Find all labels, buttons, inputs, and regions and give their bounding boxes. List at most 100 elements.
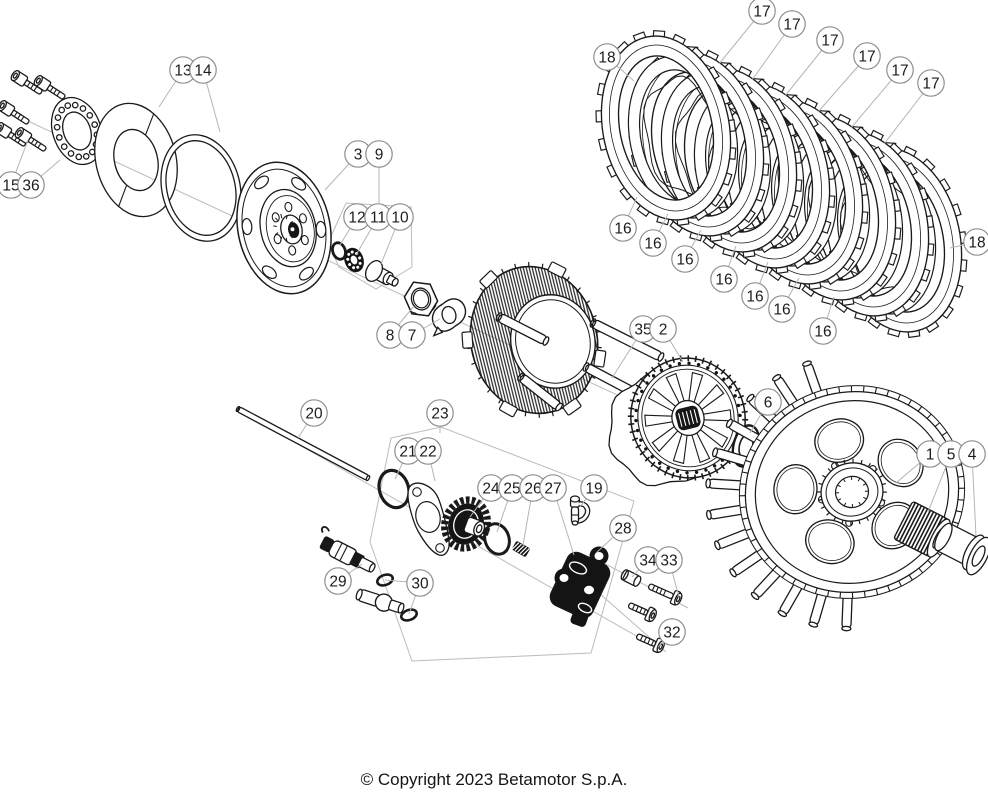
- callout-label: 3: [354, 146, 363, 163]
- callout-7[interactable]: 7: [398, 321, 426, 349]
- callout-9[interactable]: 9: [365, 140, 393, 168]
- callout-label: 17: [753, 3, 770, 20]
- clutch-drum: [461, 261, 607, 418]
- callout-35[interactable]: 35: [629, 315, 657, 343]
- callout-label: 16: [676, 251, 693, 268]
- callout-label: 15: [2, 177, 19, 194]
- callout-label: 17: [891, 62, 908, 79]
- o-ring: [331, 241, 347, 261]
- callout-18-1[interactable]: 18: [593, 43, 621, 71]
- copyright-text: © Copyright 2023 Betamotor S.p.A.: [360, 770, 628, 789]
- callout-label: 19: [585, 480, 602, 497]
- callout-label: 30: [411, 575, 429, 592]
- callout-22[interactable]: 22: [414, 437, 442, 465]
- callout-label: 33: [660, 552, 677, 569]
- callout-16-1[interactable]: 16: [609, 214, 637, 242]
- seal-washer: [399, 608, 419, 622]
- push-rod: [495, 312, 550, 346]
- callout-34[interactable]: 34: [634, 546, 662, 574]
- push-rod: [589, 318, 665, 362]
- callout-19[interactable]: 19: [580, 474, 608, 502]
- callout-label: 25: [503, 480, 520, 497]
- callout-29[interactable]: 29: [324, 567, 352, 595]
- callout-6[interactable]: 6: [754, 388, 782, 416]
- callout-33[interactable]: 33: [655, 546, 683, 574]
- needle-bearing: [893, 501, 951, 558]
- callout-label: 8: [386, 327, 395, 344]
- callout-21[interactable]: 21: [394, 437, 422, 465]
- callout-label: 9: [375, 146, 384, 163]
- callout-label: 11: [370, 209, 386, 226]
- callout-17-2[interactable]: 17: [778, 10, 806, 38]
- callout-10[interactable]: 10: [386, 203, 414, 231]
- callout-30[interactable]: 30: [406, 569, 434, 597]
- callout-label: 6: [764, 394, 773, 411]
- callout-27[interactable]: 27: [539, 474, 567, 502]
- callout-24[interactable]: 24: [477, 474, 505, 502]
- spacer: [620, 569, 642, 587]
- callout-16-3[interactable]: 16: [671, 245, 699, 273]
- callout-label: 16: [715, 271, 732, 288]
- banjo-fitting: [355, 573, 419, 622]
- push-rod: [517, 372, 563, 412]
- callout-17-6[interactable]: 17: [917, 69, 945, 97]
- screw: [0, 99, 30, 125]
- callout-20[interactable]: 20: [300, 399, 328, 427]
- callout-14[interactable]: 14: [189, 56, 217, 84]
- spring: [511, 541, 530, 557]
- bushing: [934, 522, 988, 576]
- callout-label: 16: [773, 301, 790, 318]
- callout-16-6[interactable]: 16: [768, 295, 796, 323]
- o-ring: [377, 468, 411, 510]
- callout-15[interactable]: 15: [0, 171, 25, 199]
- callout-label: 5: [947, 446, 956, 463]
- callout-label: 22: [419, 443, 436, 460]
- callout-17-1[interactable]: 17: [748, 0, 776, 25]
- callout-16-4[interactable]: 16: [710, 265, 738, 293]
- callout-label: 21: [399, 443, 416, 460]
- callout-26[interactable]: 26: [519, 474, 547, 502]
- callout-label: 17: [858, 48, 875, 65]
- callout-2[interactable]: 2: [649, 315, 677, 343]
- callout-32[interactable]: 32: [658, 618, 686, 646]
- callout-16-5[interactable]: 16: [741, 282, 769, 310]
- bolt: [627, 602, 657, 623]
- callout-label: 27: [544, 480, 561, 497]
- callout-36[interactable]: 36: [17, 171, 45, 199]
- callout-label: 7: [408, 327, 417, 344]
- callout-16-2[interactable]: 16: [639, 229, 667, 257]
- callout-18-2[interactable]: 18: [963, 228, 988, 256]
- seal-washer: [375, 573, 395, 587]
- group-23-outline: [369, 426, 635, 662]
- callout-17-5[interactable]: 17: [886, 56, 914, 84]
- callout-label: 29: [329, 573, 346, 590]
- spring-disc: [94, 102, 178, 218]
- callout-28[interactable]: 28: [609, 514, 637, 542]
- callout-label: 23: [431, 405, 448, 422]
- callout-label: 16: [746, 288, 763, 305]
- callout-label: 26: [524, 480, 541, 497]
- valve-fitting: [569, 495, 591, 526]
- lock-washer: [431, 298, 467, 337]
- callout-label: 20: [305, 405, 323, 422]
- callout-17-4[interactable]: 17: [853, 42, 881, 70]
- callout-label: 34: [639, 552, 657, 569]
- sensor-switch: [319, 526, 376, 573]
- gasket-plate: [407, 482, 450, 556]
- callout-label: 32: [663, 624, 680, 641]
- callout-1[interactable]: 1: [916, 440, 944, 468]
- callout-label: 16: [814, 323, 831, 340]
- callout-17-3[interactable]: 17: [816, 26, 844, 54]
- callout-23[interactable]: 23: [426, 399, 454, 427]
- callout-11[interactable]: 11: [364, 203, 392, 231]
- callout-label: 35: [634, 321, 651, 338]
- clutch-push-rod: [235, 405, 371, 482]
- callout-4[interactable]: 4: [958, 440, 986, 468]
- o-ring: [483, 522, 511, 556]
- callout-label: 18: [968, 234, 985, 251]
- callout-16-7[interactable]: 16: [809, 317, 837, 345]
- callout-12[interactable]: 12: [343, 203, 371, 231]
